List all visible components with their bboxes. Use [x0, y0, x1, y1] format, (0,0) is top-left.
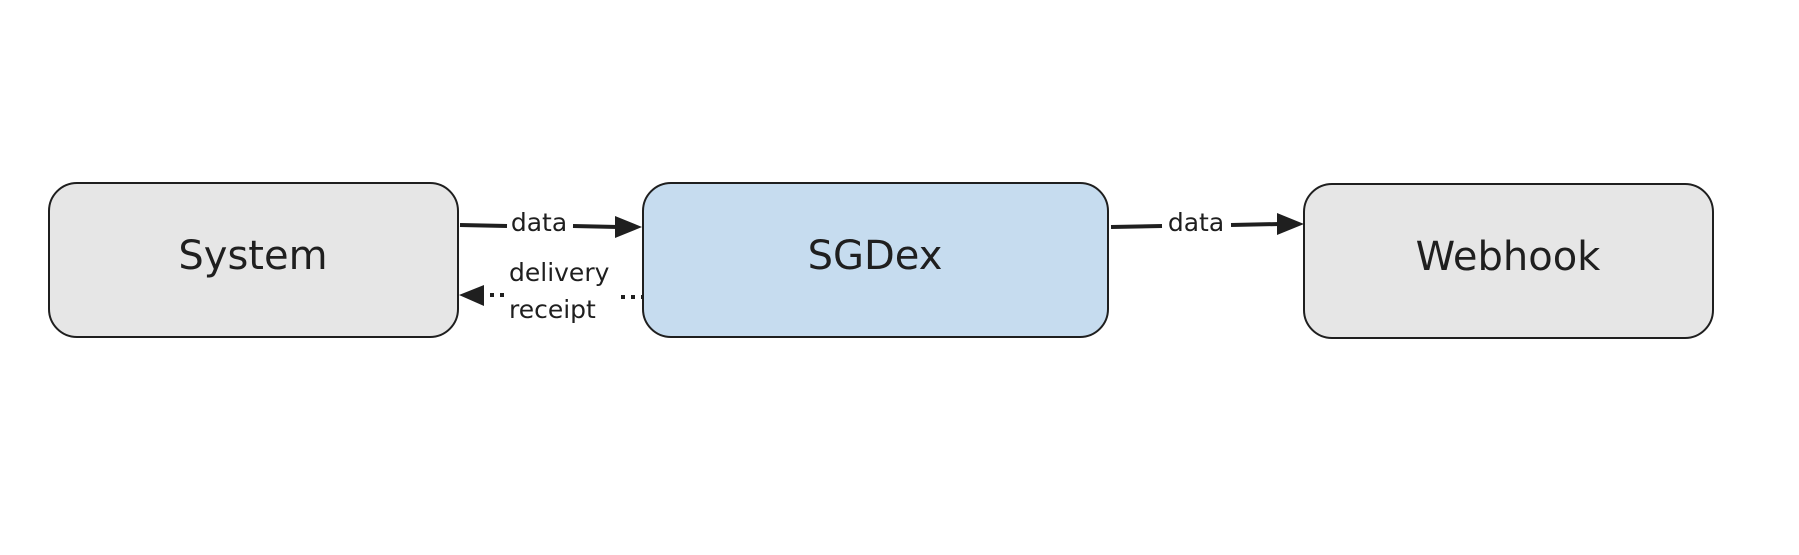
system-label: System	[178, 233, 327, 279]
webhook-label: Webhook	[1416, 234, 1602, 280]
edge-system-to-sgdex-line-b	[572, 224, 619, 229]
arrow-head-icon	[459, 285, 484, 306]
edge-system-to-sgdex-label: data	[511, 208, 567, 237]
edge-sgdex-to-webhook-label: data	[1168, 208, 1224, 237]
edge-sgdex-to-webhook: data	[1110, 208, 1304, 237]
webhook-box	[1303, 183, 1714, 339]
sgdex-label: SGDex	[808, 233, 943, 279]
system-box	[48, 182, 459, 338]
arrow-head-icon	[615, 216, 642, 238]
node-sgdex: SGDex	[642, 182, 1109, 338]
edge-sgdex-to-system-label-line2: receipt	[509, 295, 596, 324]
edge-sgdex-to-system-label-line1: delivery	[509, 258, 610, 287]
sgdex-box	[642, 182, 1109, 338]
node-webhook: Webhook	[1303, 183, 1714, 339]
edge-system-to-sgdex: data	[459, 208, 642, 238]
edge-sgdex-to-webhook-line-b	[1230, 222, 1281, 227]
edge-system-to-sgdex-line-a	[459, 223, 508, 228]
node-system: System	[48, 182, 459, 338]
edge-sgdex-to-webhook-line-a	[1110, 224, 1163, 229]
arrow-head-icon	[1277, 213, 1304, 235]
edge-sgdex-to-system: delivery receipt	[459, 258, 642, 324]
